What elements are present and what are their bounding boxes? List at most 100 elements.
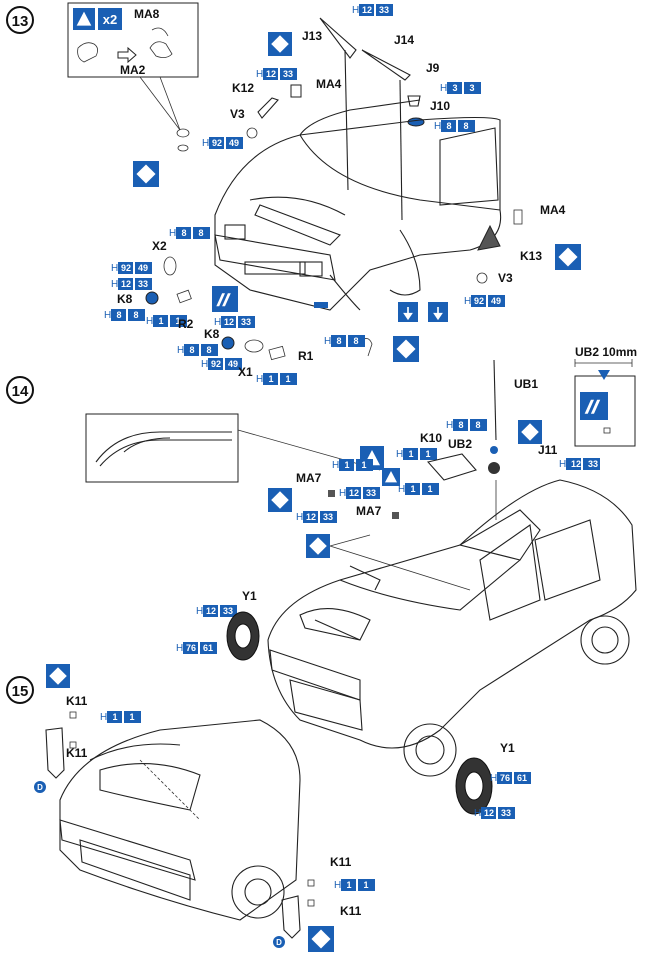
paint-h12-33: H 12 33 — [111, 278, 152, 290]
svg-text:1: 1 — [158, 316, 163, 326]
svg-text:H: H — [100, 712, 107, 723]
j10-part — [407, 117, 425, 127]
diamond-icon — [268, 32, 292, 56]
part-ma8: MA8 — [134, 7, 160, 21]
ma4-part — [290, 84, 302, 98]
part-ub2: UB2 — [448, 437, 472, 451]
svg-text:H: H — [334, 880, 341, 891]
svg-text:12: 12 — [121, 279, 131, 289]
step-14: 14 UB2 10mm UB1 K10 H 8 8 H 1 — [6, 345, 637, 819]
svg-text:76: 76 — [500, 773, 510, 783]
svg-text:H: H — [256, 69, 263, 80]
paint-h1-1: H 1 1 — [256, 373, 297, 385]
part-k13: K13 — [520, 249, 542, 263]
svg-text:33: 33 — [241, 317, 251, 327]
part-r1: R1 — [298, 349, 314, 363]
paint-h8-8: H 8 8 — [434, 120, 475, 132]
svg-text:8: 8 — [133, 310, 138, 320]
diamond-icon — [133, 161, 159, 187]
paint-h8-8: H 8 8 — [169, 227, 210, 239]
svg-text:1: 1 — [129, 712, 134, 722]
svg-text:1: 1 — [363, 880, 368, 890]
part-x1: X1 — [238, 365, 253, 379]
k12-part — [257, 97, 279, 119]
mirror-part-b — [149, 27, 173, 58]
diamond-icon — [306, 534, 330, 558]
svg-text:H: H — [176, 643, 183, 654]
diamond-icon — [393, 336, 419, 362]
svg-text:33: 33 — [283, 69, 293, 79]
glue-icon — [428, 302, 448, 322]
svg-text:61: 61 — [203, 643, 213, 653]
ma4-part — [513, 209, 523, 225]
svg-text:D: D — [37, 783, 43, 792]
svg-text:12: 12 — [306, 512, 316, 522]
k13-part — [477, 224, 501, 251]
svg-text:D: D — [276, 938, 282, 947]
paint-h12-33: H 12 33 — [196, 605, 237, 617]
svg-text:H: H — [434, 121, 441, 132]
svg-text:49: 49 — [491, 296, 501, 306]
svg-text:H: H — [202, 138, 209, 149]
decal-d-marker — [273, 936, 285, 948]
step-14-circle — [6, 376, 34, 404]
svg-text:12: 12 — [206, 606, 216, 616]
svg-text:8: 8 — [116, 310, 121, 320]
mudflap-right — [281, 895, 301, 939]
svg-text:H: H — [490, 773, 497, 784]
svg-text:H: H — [169, 228, 176, 239]
part-y1: Y1 — [500, 741, 515, 755]
inset-ma8-ma2: x2 MA8 MA2 — [67, 2, 199, 78]
svg-text:12: 12 — [266, 69, 276, 79]
part-ma7: MA7 — [296, 471, 322, 485]
part-k11: K11 — [66, 746, 88, 760]
part-ma7: MA7 — [356, 504, 382, 518]
svg-text:1: 1 — [112, 712, 117, 722]
svg-text:8: 8 — [336, 336, 341, 346]
svg-text:8: 8 — [181, 228, 186, 238]
tri-icon — [73, 8, 95, 30]
diamond-icon — [518, 420, 542, 444]
svg-text:8: 8 — [463, 121, 468, 131]
svg-text:8: 8 — [475, 420, 480, 430]
svg-text:H: H — [352, 5, 359, 16]
svg-text:3: 3 — [469, 83, 474, 93]
decal-icon — [580, 392, 608, 420]
svg-text:H: H — [111, 263, 118, 274]
mirror-part-a — [77, 42, 98, 63]
paint-h12-33: H 12 33 — [296, 511, 337, 523]
step-13-number: 13 — [12, 13, 29, 30]
part-k11: K11 — [340, 904, 362, 918]
svg-text:92: 92 — [211, 359, 221, 369]
diamond-icon — [268, 488, 292, 512]
paint-h12-33: H 12 33 — [352, 4, 393, 16]
svg-text:H: H — [104, 310, 111, 321]
part-k8: K8 — [117, 292, 133, 306]
svg-text:H: H — [339, 488, 346, 499]
step-14-number: 14 — [12, 383, 29, 400]
svg-text:H: H — [296, 512, 303, 523]
paint-h1-1: H 1 1 — [100, 711, 141, 723]
svg-text:61: 61 — [517, 773, 527, 783]
svg-text:1: 1 — [427, 484, 432, 494]
svg-text:33: 33 — [366, 488, 376, 498]
paint-h8-8: H 8 8 — [324, 335, 365, 347]
leader — [159, 76, 181, 131]
svg-text:H: H — [559, 459, 566, 470]
svg-text:8: 8 — [198, 228, 203, 238]
svg-text:H: H — [201, 359, 208, 370]
paint-h92-49: H 92 49 — [201, 358, 242, 370]
diamond-icon — [555, 244, 581, 270]
paint-h3-3: H 3 3 — [440, 82, 481, 94]
paint-h92-49: H 92 49 — [202, 137, 243, 149]
svg-text:1: 1 — [361, 460, 366, 470]
svg-text:H: H — [446, 420, 453, 431]
svg-text:H: H — [214, 317, 221, 328]
svg-text:1: 1 — [425, 449, 430, 459]
part-r2: R2 — [178, 317, 194, 331]
part-j14: J14 — [394, 33, 414, 47]
svg-text:33: 33 — [138, 279, 148, 289]
paint-h12-33: H 12 33 — [256, 68, 297, 80]
svg-text:1: 1 — [268, 374, 273, 384]
step-15: 15 K11 H 1 1 K11 D K11 H 1 — [6, 664, 375, 952]
